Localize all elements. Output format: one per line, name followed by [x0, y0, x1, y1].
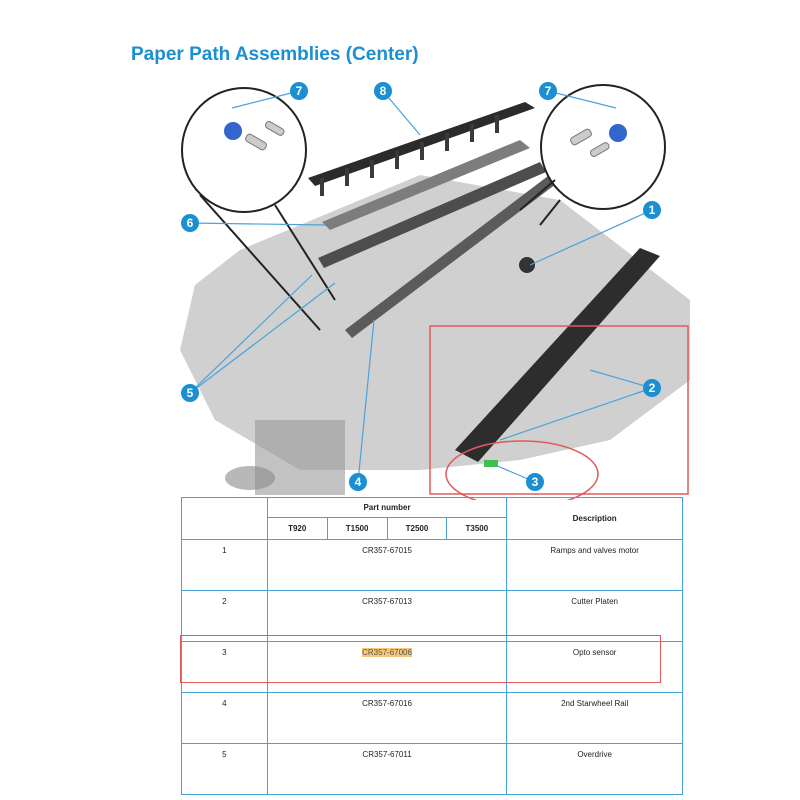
- row-index: 5: [181, 743, 268, 795]
- table-row: 4 CR357-67016 2nd Starwheel Rail: [181, 692, 683, 744]
- row-index: 3: [181, 641, 268, 693]
- row-description: Opto sensor: [506, 641, 683, 693]
- svg-text:7: 7: [545, 84, 552, 98]
- callout-7-right: 7: [539, 82, 557, 100]
- header-blank: [181, 497, 268, 540]
- starwheel-rail-top: [322, 140, 530, 230]
- callout-3: 3: [526, 473, 544, 491]
- model-header: T2500: [386, 517, 448, 540]
- svg-text:2: 2: [649, 381, 656, 395]
- table-row: 3 CR357-67006 Opto sensor: [181, 641, 683, 693]
- callout-4: 4: [349, 473, 367, 491]
- callout-7-left: 7: [290, 82, 308, 100]
- row-description: 2nd Starwheel Rail: [506, 692, 683, 744]
- printer-wheel: [225, 466, 275, 490]
- callout-2: 2: [643, 379, 661, 397]
- svg-text:6: 6: [187, 216, 194, 230]
- row-part: CR357-67013: [266, 590, 508, 642]
- table-row: 2 CR357-67013 Cutter Platen: [181, 590, 683, 642]
- table-row: 5 CR357-67011 Overdrive: [181, 743, 683, 795]
- table-row: 1 CR357-67015 Ramps and valves motor: [181, 539, 683, 591]
- row-description: Overdrive: [506, 743, 683, 795]
- header-description: Description: [506, 497, 683, 540]
- zoom-circle-left: [181, 87, 307, 213]
- parts-table: Part number Description T920 T1500 T2500…: [181, 497, 683, 795]
- cutter-platen: [455, 248, 660, 462]
- zoom-blue-part-right: [609, 124, 627, 142]
- svg-text:3: 3: [532, 475, 539, 489]
- row-index: 1: [181, 539, 268, 591]
- model-header: T1500: [326, 517, 388, 540]
- opto-sensor: [484, 460, 498, 467]
- highlighted-part-number: CR357-67006: [362, 648, 412, 657]
- second-starwheel-rail: [345, 176, 556, 338]
- row-part: CR357-67011: [266, 743, 508, 795]
- row-index: 2: [181, 590, 268, 642]
- svg-text:4: 4: [355, 475, 362, 489]
- row-part: CR357-67006: [266, 641, 508, 693]
- callout-5: 5: [181, 384, 199, 402]
- overdrive-top-bar: [308, 102, 535, 196]
- highlight-ellipse: [445, 440, 599, 500]
- callout-1: 1: [643, 201, 661, 219]
- highlight-box: [429, 325, 689, 495]
- callout-6: 6: [181, 214, 199, 232]
- chain-rail: [318, 162, 546, 268]
- row-part: CR357-67015: [266, 539, 508, 591]
- row-part: CR357-67016: [266, 692, 508, 744]
- zoom-blue-part-left: [224, 122, 242, 140]
- svg-text:8: 8: [380, 84, 387, 98]
- ramps-valves-motor: [519, 257, 535, 273]
- printer-body: [180, 175, 690, 470]
- row-description: Cutter Platen: [506, 590, 683, 642]
- assembly-diagram: 1 2 3 4 5 6 7 7 8: [180, 82, 690, 500]
- model-header: T3500: [446, 517, 508, 540]
- svg-text:7: 7: [296, 84, 303, 98]
- row-index: 4: [181, 692, 268, 744]
- row-description: Ramps and valves motor: [506, 539, 683, 591]
- callout-8: 8: [374, 82, 392, 100]
- model-header: T920: [266, 517, 328, 540]
- page-title: Paper Path Assemblies (Center): [131, 44, 419, 65]
- header-part-number: Part number: [266, 497, 508, 518]
- svg-text:5: 5: [187, 386, 194, 400]
- svg-text:1: 1: [649, 203, 656, 217]
